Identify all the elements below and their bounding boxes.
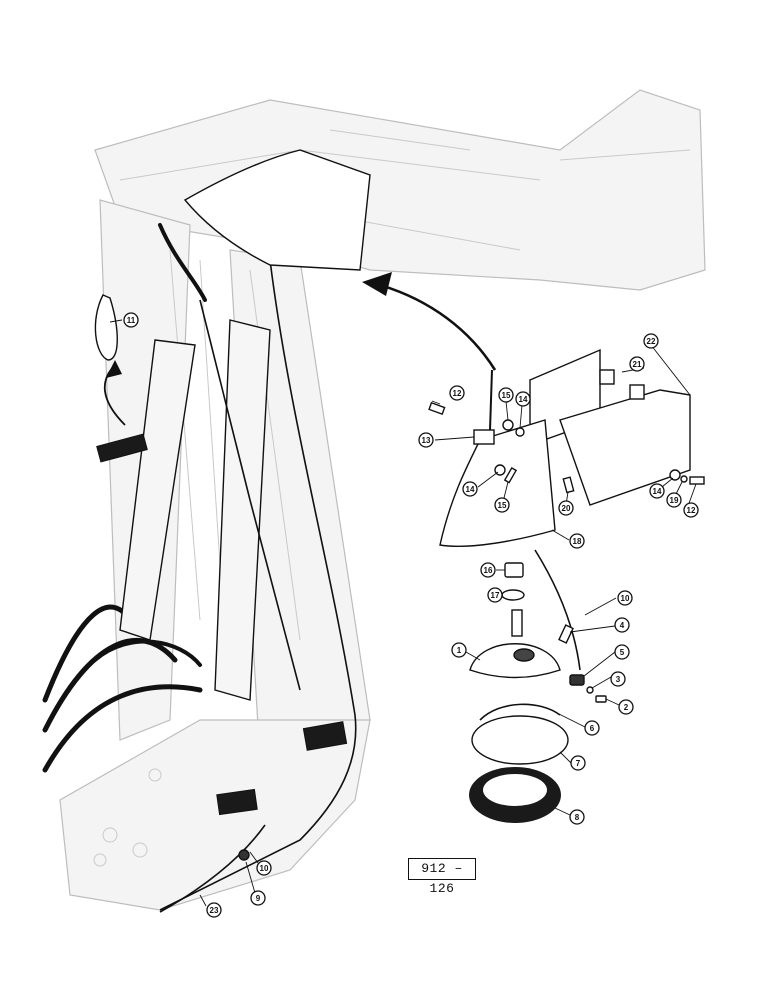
clip-11 (94, 294, 118, 361)
callout-7: 7 (570, 755, 586, 771)
callout-9: 9 (250, 890, 266, 906)
svg-text:9: 9 (256, 894, 261, 903)
clip-arrow-head (106, 360, 122, 378)
svg-text:19: 19 (670, 496, 679, 505)
svg-text:14: 14 (519, 395, 528, 404)
svg-text:20: 20 (562, 504, 571, 513)
svg-text:8: 8 (575, 813, 580, 822)
hydraulic-cylinders (119, 299, 301, 701)
leader-lines (109, 319, 697, 907)
callout-12-top: 12 (449, 385, 465, 401)
svg-text:7: 7 (576, 759, 581, 768)
svg-text:10: 10 (621, 594, 630, 603)
callout-10-boom: 10 (256, 860, 272, 876)
callout-21: 21 (629, 356, 645, 372)
horn-bracket-18 (439, 419, 556, 548)
assembly-arrow-head (362, 272, 392, 296)
callout-23: 23 (206, 902, 222, 918)
svg-text:23: 23 (210, 906, 219, 915)
svg-text:11: 11 (127, 316, 136, 325)
svg-text:2: 2 (624, 703, 629, 712)
callout-13: 13 (418, 432, 434, 448)
callout-3: 3 (610, 671, 626, 687)
callout-4: 4 (614, 617, 630, 633)
svg-text:6: 6 (590, 724, 595, 733)
assembly-arrow (379, 283, 497, 371)
fasteners (238, 401, 705, 861)
horn-cover-7 (471, 703, 569, 765)
callout-17: 17 (487, 587, 503, 603)
boom-hatch-2 (216, 788, 258, 816)
nut-16 (504, 562, 524, 578)
svg-text:17: 17 (491, 591, 500, 600)
svg-text:21: 21 (633, 360, 642, 369)
svg-text:14: 14 (466, 485, 475, 494)
boom-front-outline (159, 259, 357, 911)
callout-22: 22 (643, 333, 659, 349)
svg-text:14: 14 (653, 487, 662, 496)
wire-10 (534, 549, 581, 671)
svg-text:1: 1 (457, 646, 462, 655)
svg-text:13: 13 (422, 436, 431, 445)
callout-11: 11 (123, 312, 139, 328)
boom-cover (183, 149, 371, 271)
svg-text:15: 15 (502, 391, 511, 400)
svg-text:4: 4 (620, 621, 625, 630)
callout-16: 16 (480, 562, 496, 578)
svg-text:12: 12 (687, 506, 696, 515)
clip-bundle (96, 433, 148, 463)
callout-14-right: 14 (649, 483, 665, 499)
callout-19: 19 (666, 492, 682, 508)
callout-14-top: 14 (515, 391, 531, 407)
svg-text:5: 5 (620, 648, 625, 657)
callout-18: 18 (569, 533, 585, 549)
boom-hatch-1 (302, 721, 348, 751)
horn-lead-wire (489, 369, 493, 431)
callout-8: 8 (569, 809, 585, 825)
svg-text:16: 16 (484, 566, 493, 575)
wire-23 (159, 824, 266, 913)
callout-bubbles: 1 2 3 4 5 6 7 8 9 10 10 11 12 12 13 14 1… (123, 312, 699, 918)
callout-10-horn: 10 (617, 590, 633, 606)
callout-5: 5 (614, 644, 630, 660)
callout-15-mid: 15 (494, 497, 510, 513)
svg-text:18: 18 (573, 537, 582, 546)
callout-20: 20 (558, 500, 574, 516)
svg-text:3: 3 (616, 675, 621, 684)
bracket-tab-13 (473, 429, 495, 445)
svg-text:15: 15 (498, 501, 507, 510)
callout-14-mid: 14 (462, 481, 478, 497)
callout-6: 6 (584, 720, 600, 736)
mounting-bracket-22 (529, 348, 691, 506)
callout-2: 2 (618, 699, 634, 715)
diagram-reference-number: 912 – 126 (408, 858, 476, 896)
svg-text:22: 22 (647, 337, 656, 346)
callout-12-right: 12 (683, 502, 699, 518)
svg-text:12: 12 (453, 389, 462, 398)
horn-body-1 (469, 609, 561, 679)
callout-15-top: 15 (498, 387, 514, 403)
callout-1: 1 (451, 642, 467, 658)
svg-text:10: 10 (260, 864, 269, 873)
gasket-ring-8 (469, 767, 561, 823)
washer-17 (501, 589, 525, 601)
